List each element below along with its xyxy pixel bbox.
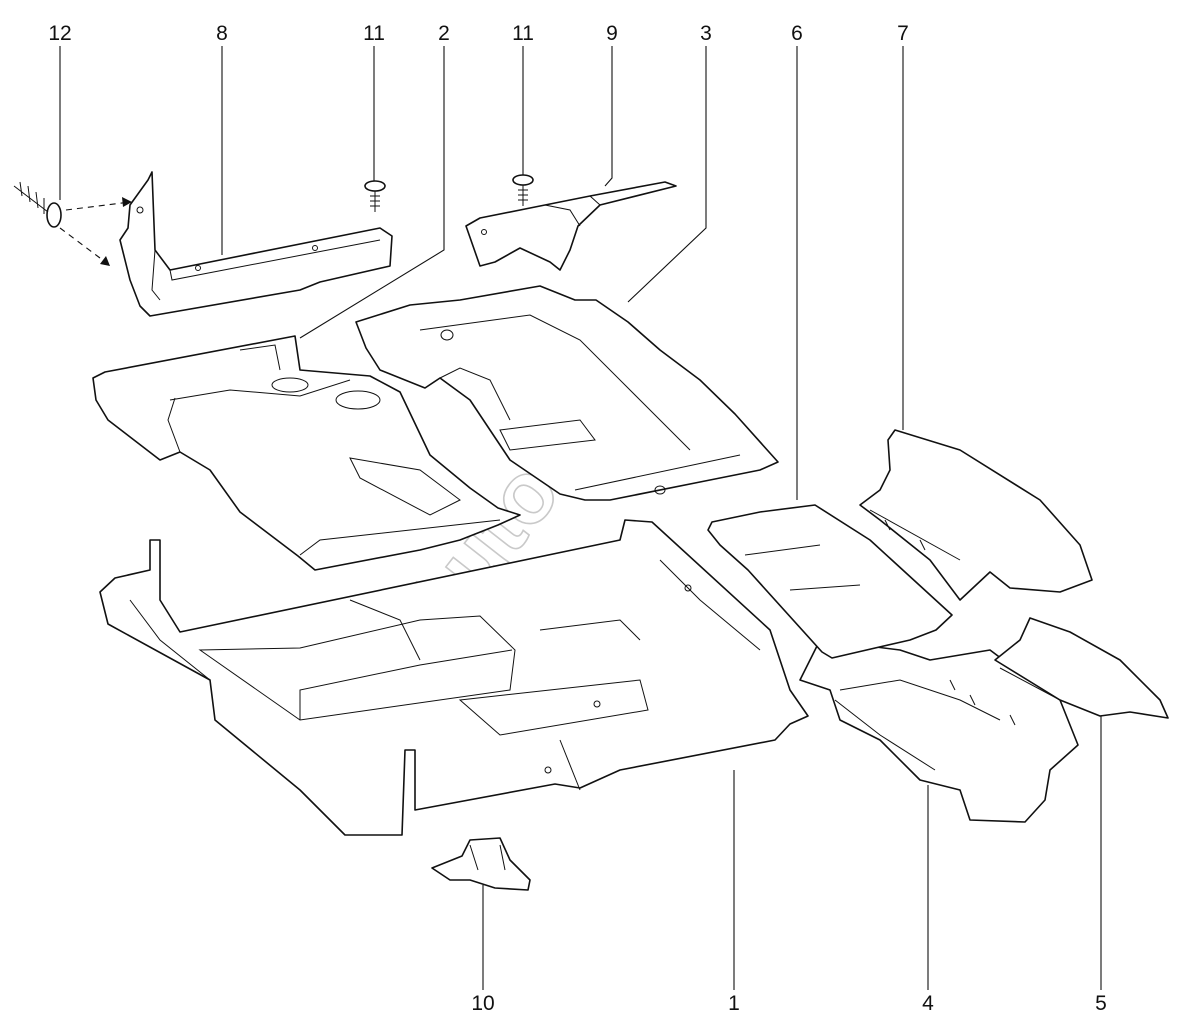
leader-lines — [59, 46, 1102, 990]
part-11-screw-left — [364, 180, 386, 212]
callout-11-left: 11 — [363, 22, 385, 45]
part-11-screw-right — [512, 174, 534, 206]
callout-12: 12 — [48, 22, 71, 45]
callout-7: 7 — [897, 22, 909, 45]
part-1-floor-carpet — [99, 519, 809, 836]
part-2-front-floor-mat — [92, 335, 521, 571]
part-8-sill-trim — [119, 171, 393, 317]
part-4-rear-mat — [799, 639, 1079, 823]
part-10-cover — [431, 837, 531, 891]
part-5-boot-mat-rear — [994, 617, 1169, 719]
part-6-floor-panel — [707, 504, 953, 659]
callout-8: 8 — [216, 22, 228, 45]
part-12-clip — [13, 181, 62, 228]
callout-10: 10 — [471, 992, 494, 1015]
part-3-rear-floor-mat — [355, 285, 779, 501]
clip-arrows — [59, 197, 132, 266]
callout-labels: 12 8 11 2 11 9 3 6 7 10 1 4 5 — [48, 22, 1107, 1015]
callout-1: 1 — [728, 992, 740, 1015]
callout-9: 9 — [606, 22, 618, 45]
callout-2: 2 — [438, 22, 450, 45]
callout-4: 4 — [922, 992, 934, 1015]
callout-11-right: 11 — [512, 22, 534, 45]
part-9-sill-trim — [465, 181, 677, 271]
callout-6: 6 — [791, 22, 803, 45]
callout-3: 3 — [700, 22, 712, 45]
part-7-boot-mat — [859, 429, 1093, 601]
callout-5: 5 — [1095, 992, 1107, 1015]
